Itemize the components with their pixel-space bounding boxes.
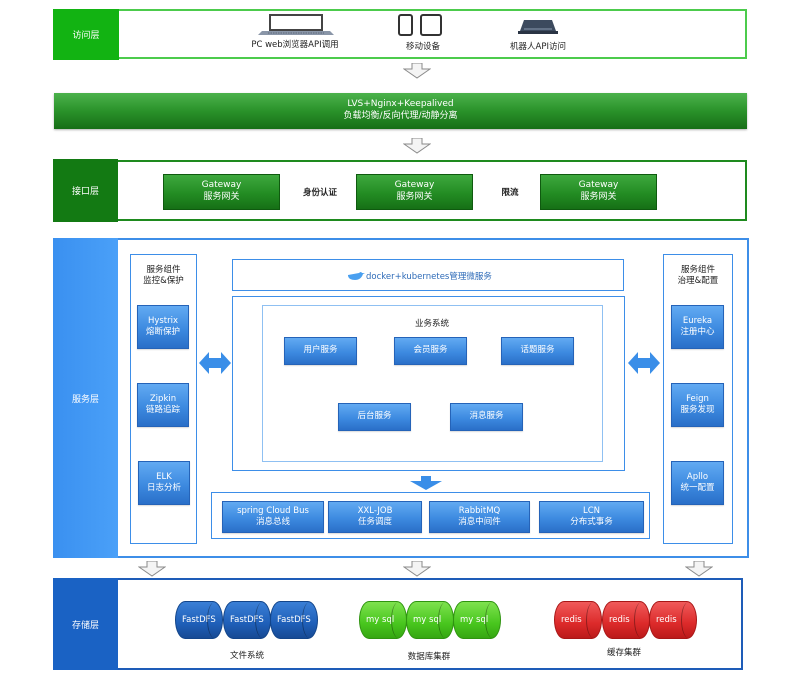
down-arrow-icon <box>403 561 431 577</box>
feature-auth: 身份认证 <box>302 188 337 198</box>
down-arrow-icon <box>685 561 713 577</box>
middleware-spring-cloud-bus: spring Cloud Bus 消息总线 <box>222 501 324 533</box>
feature-rate-limit: 限流 <box>501 188 519 198</box>
mobile-devices-icon <box>398 14 442 36</box>
service-member: 会员服务 <box>394 337 467 365</box>
gateway-title: Gateway <box>201 180 242 191</box>
interface-layer-label-text: 接口层 <box>71 187 99 197</box>
mysql-node: my sql <box>406 601 454 639</box>
component-zipkin: Zipkin 链路追踪 <box>137 383 189 427</box>
redis-node: redis <box>649 601 697 639</box>
client-label-mobile: 移动设备 <box>405 42 440 52</box>
middleware-xxl-job: XXL-JOB 任务调度 <box>328 501 422 533</box>
redis-node: redis <box>554 601 602 639</box>
access-layer-label-text: 访问层 <box>72 31 100 41</box>
load-balancer-bar: LVS+Nginx+Keepalived 负载均衡/反向代理/动静分离 <box>54 93 747 129</box>
redis-node: redis <box>602 601 650 639</box>
gateway-title: Gateway <box>578 180 619 191</box>
component-elk: ELK 日志分析 <box>138 461 190 505</box>
down-arrow-icon <box>410 476 442 490</box>
service-layer-label: 服务层 <box>53 238 118 558</box>
client-label-pc: PC web浏览器API调用 <box>251 40 339 50</box>
storage-layer-label: 存储层 <box>53 578 118 670</box>
component-eureka: Eureka 注册中心 <box>671 305 724 349</box>
component-feign: Feign 服务发现 <box>671 383 724 427</box>
middleware-rabbitmq: RabbitMQ 消息中间件 <box>429 501 530 533</box>
docker-whale-icon <box>348 272 365 280</box>
storage-layer-label-text: 存储层 <box>71 620 99 631</box>
bidirectional-arrow-icon <box>628 352 660 374</box>
docker-banner-text: docker+kubernetes管理微服务 <box>366 272 492 282</box>
docker-banner <box>232 259 624 291</box>
laptop-icon <box>258 14 334 35</box>
fastdfs-node: FastDFS <box>175 601 223 639</box>
storage-caption-file-system: 文件系统 <box>229 651 264 661</box>
business-system-title: 业务系统 <box>414 319 449 329</box>
access-layer-label: 访问层 <box>53 9 119 60</box>
fastdfs-node: FastDFS <box>270 601 318 639</box>
mysql-node: my sql <box>359 601 407 639</box>
down-arrow-icon <box>138 561 166 577</box>
service-admin: 后台服务 <box>338 403 411 431</box>
down-arrow-icon <box>403 138 431 154</box>
client-label-robot: 机器人API访问 <box>510 42 566 52</box>
governance-panel-title: 服务组件 治理&配置 <box>677 265 719 287</box>
monitoring-panel-title: 服务组件 监控&保护 <box>143 265 184 287</box>
storage-caption-database-cluster: 数据库集群 <box>407 652 451 662</box>
gateway-subtitle: 服务网关 <box>203 192 240 202</box>
gateway-subtitle: 服务网关 <box>396 192 433 202</box>
load-balancer-subtitle: 负载均衡/反向代理/动静分离 <box>343 111 458 121</box>
gateway-box: Gateway 服务网关 <box>356 174 473 210</box>
service-message: 消息服务 <box>450 403 523 431</box>
component-hystrix: Hystrix 熔断保护 <box>137 305 189 349</box>
middleware-lcn: LCN 分布式事务 <box>539 501 644 533</box>
mysql-node: my sql <box>453 601 501 639</box>
service-topic: 话题服务 <box>501 337 574 365</box>
gateway-subtitle: 服务网关 <box>580 192 617 202</box>
business-system-frame <box>262 305 603 462</box>
service-layer-label-text: 服务层 <box>71 394 99 405</box>
interface-layer-label: 接口层 <box>53 159 118 222</box>
gateway-box: Gateway 服务网关 <box>540 174 657 210</box>
storage-caption-cache-cluster: 缓存集群 <box>606 648 641 658</box>
robot-terminal-icon <box>518 20 558 34</box>
service-user: 用户服务 <box>284 337 357 365</box>
down-arrow-icon <box>403 63 431 79</box>
load-balancer-title: LVS+Nginx+Keepalived <box>347 99 454 110</box>
gateway-title: Gateway <box>394 180 435 191</box>
component-apllo: Apllo 统一配置 <box>671 461 724 505</box>
gateway-box: Gateway 服务网关 <box>163 174 280 210</box>
fastdfs-node: FastDFS <box>223 601 271 639</box>
bidirectional-arrow-icon <box>199 352 231 374</box>
